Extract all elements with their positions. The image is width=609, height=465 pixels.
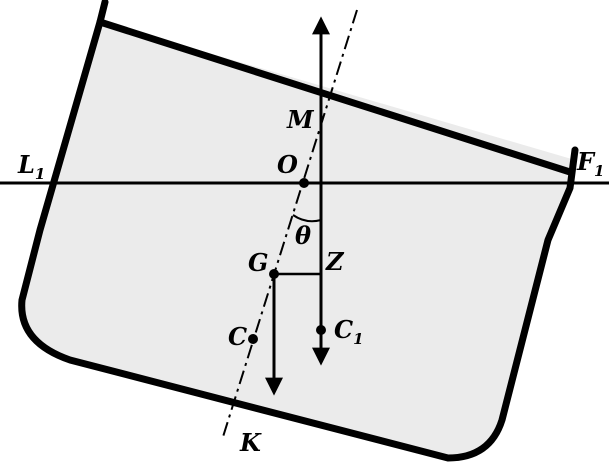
label-theta: θ <box>295 221 311 250</box>
point-o <box>299 178 309 188</box>
label-k: K <box>239 428 262 457</box>
label-o: O <box>277 150 298 179</box>
point-c1 <box>316 325 326 335</box>
point-c <box>248 334 258 344</box>
deck-line <box>96 18 574 176</box>
point-g <box>269 269 279 279</box>
label-c1: C1 <box>334 315 364 348</box>
label-g: G <box>248 248 269 277</box>
label-f1: F1 <box>576 147 604 180</box>
label-m: M <box>286 105 315 134</box>
label-z: Z <box>325 247 345 276</box>
hull-outline <box>18 0 579 462</box>
centerline-dashdot <box>221 9 358 441</box>
label-l1: L1 <box>17 150 45 183</box>
theta-angle-arc <box>292 214 322 223</box>
label-c: C <box>228 322 247 351</box>
